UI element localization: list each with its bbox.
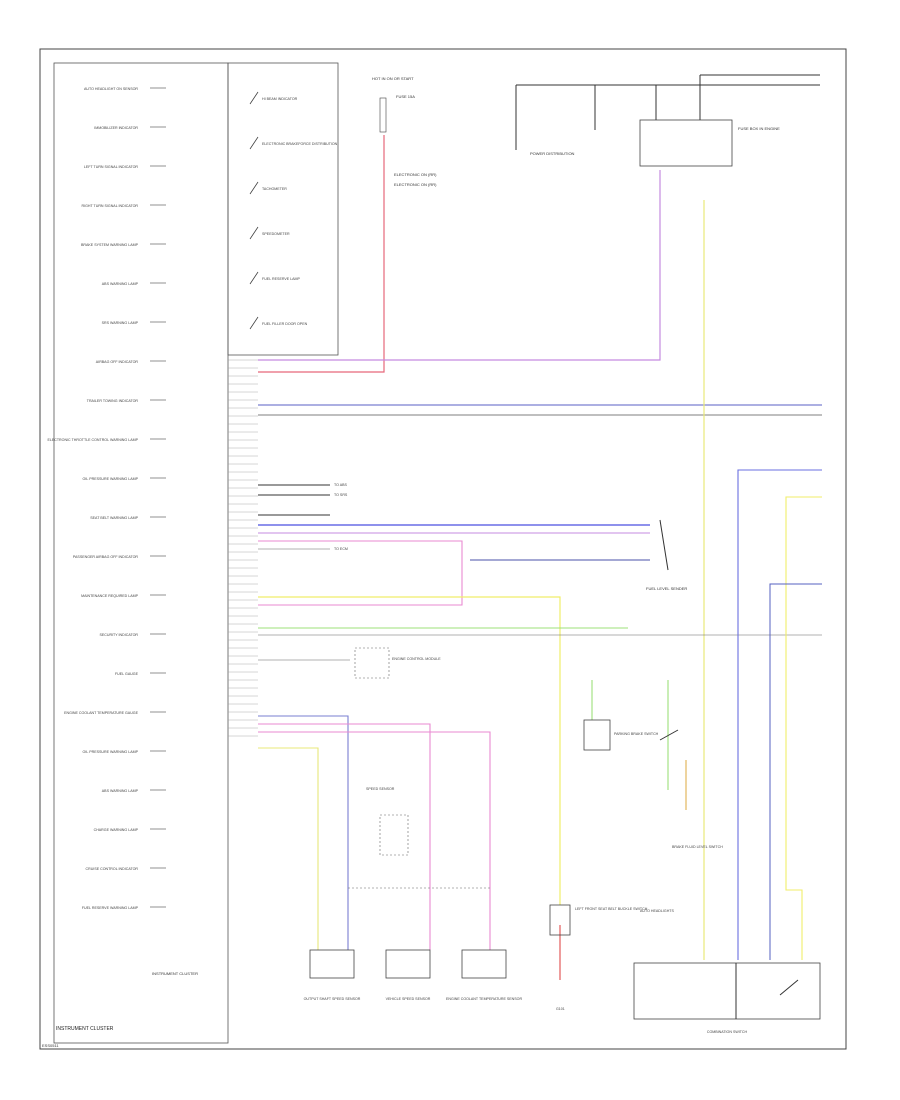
wire-yellow-low — [258, 747, 319, 950]
wire-navy-right — [769, 583, 822, 960]
ground-label: G101 — [556, 1007, 565, 1011]
wire-blue-right — [737, 469, 822, 960]
cluster-items: AUTO HEADLIGHT ON SENSOR IMMOBILIZER INDI… — [47, 87, 166, 910]
connector-pins — [228, 359, 258, 737]
output-label-abs: TO ABS — [334, 483, 348, 487]
right-box-item-label: SPEEDOMETER — [262, 232, 290, 236]
wire-pink-mid — [258, 540, 463, 606]
instrument-cluster-label: INSTRUMENT CLUSTER — [56, 1026, 114, 1032]
bottom-component-1: OUTPUT SHAFT SPEED SENSOR — [304, 997, 361, 1001]
cluster-item-label: FUEL GAUGE — [115, 672, 139, 676]
cluster-item-label: ABS WARNING LAMP — [102, 282, 139, 286]
footer-code: ESS0511 — [42, 1043, 59, 1048]
fuse-block — [639, 119, 733, 167]
switch-symbol — [249, 136, 259, 150]
combo-label: COMBINATION SWITCH — [707, 1030, 748, 1034]
combo-switch-label: AUTO HEADLIGHTS — [640, 909, 674, 913]
bottom-component-2: VEHICLE SPEED SENSOR — [386, 997, 431, 1001]
parking-brake-switch-box — [583, 719, 611, 751]
fuel-level-label: FUEL LEVEL SENDER — [646, 586, 687, 591]
cluster-item-label: SRS WARNING LAMP — [102, 321, 139, 325]
coolant-sensor-box — [461, 949, 507, 979]
switch-label: PARKING BRAKE SWITCH — [614, 732, 659, 736]
right-box-item-label: FUEL RESERVE LAMP — [262, 277, 301, 281]
output-label-srs: TO SRS — [334, 493, 348, 497]
cluster-item-label: PASSENGER AIRBAG OFF INDICATOR — [73, 555, 139, 559]
sensor-label-speed: SPEED SENSOR — [366, 787, 395, 791]
right-box-items: HI BEAM INDICATOR ELECTRONIC BRAKEFORCE D… — [249, 91, 338, 330]
fuse-top — [379, 97, 387, 133]
wire-pink-low2 — [258, 731, 491, 950]
wire-yellow-mid — [258, 596, 561, 905]
switch-symbol — [249, 91, 259, 105]
seat-belt-switch-box — [549, 904, 571, 936]
vehicle-speed-sensor-box — [385, 949, 431, 979]
cluster-item-label: MAINTENANCE REQUIRED LAMP — [81, 594, 139, 598]
hot-label: HOT IN ON OR START — [372, 76, 414, 81]
cluster-box-label: INSTRUMENT CLUSTER — [152, 971, 198, 976]
switch-symbol — [249, 181, 259, 195]
wire-pink-low — [258, 723, 431, 950]
mid-sensor-box — [379, 814, 409, 856]
brake-fluid-label: BRAKE FLUID LEVEL SWITCH — [672, 845, 723, 849]
wire-yellow-right — [785, 496, 822, 960]
diagram-frame — [39, 48, 847, 1050]
switch-symbol — [249, 226, 259, 240]
cluster-item-label: OIL PRESSURE WARNING LAMP — [83, 750, 139, 754]
right-box-item-label: TACHOMETER — [262, 187, 287, 191]
electronic-line-2: ELECTRONIC ON (RR) — [394, 182, 437, 187]
cluster-upper-right-box — [227, 62, 339, 356]
switch-symbol — [249, 316, 259, 330]
combination-switch-box — [633, 962, 821, 1020]
fuse-top-label: FUSE 15A — [396, 94, 415, 99]
cluster-item-label: TRAILER TOWING INDICATOR — [87, 399, 139, 403]
right-box-item-label: HI BEAM INDICATOR — [262, 97, 298, 101]
cluster-item-label: SEAT BELT WARNING LAMP — [90, 516, 138, 520]
switch-symbol — [249, 271, 259, 285]
ecm-box — [354, 647, 390, 679]
wire-pink-top — [258, 135, 385, 373]
cluster-item-label: CHARGE WARNING LAMP — [94, 828, 139, 832]
wire-violet-top — [258, 170, 661, 361]
output-label-ecm: TO ECM — [334, 547, 348, 551]
power-label: POWER DISTRIBUTION — [530, 151, 575, 156]
cluster-item-label: CRUISE CONTROL INDICATOR — [86, 867, 139, 871]
electronic-line-1: ELECTRONIC ON (RR) — [394, 172, 437, 177]
output-shaft-sensor-box — [309, 949, 355, 979]
bottom-component-3: ENGINE COOLANT TEMPERATURE SENSOR — [446, 997, 522, 1001]
cluster-item-label: FUEL RESERVE WARNING LAMP — [82, 906, 139, 910]
cluster-item-label: ENGINE COOLANT TEMPERATURE GAUGE — [64, 711, 138, 715]
cluster-item-label: AUTO HEADLIGHT ON SENSOR — [84, 87, 138, 91]
right-box-item-label: ELECTRONIC BRAKEFORCE DISTRIBUTION — [262, 142, 338, 146]
instrument-cluster-box — [53, 62, 229, 1044]
cluster-item-label: IMMOBILIZER INDICATOR — [94, 126, 138, 130]
cluster-item-label: ABS WARNING LAMP — [102, 789, 139, 793]
cluster-item-label: SECURITY INDICATOR — [99, 633, 138, 637]
cluster-item-label: BRAKE SYSTEM WARNING LAMP — [81, 243, 139, 247]
right-box-item-label: FUEL FILLER DOOR OPEN — [262, 322, 308, 326]
cluster-item-label: OIL PRESSURE WARNING LAMP — [83, 477, 139, 481]
cluster-item-label: AIRBAG OFF INDICATOR — [96, 360, 139, 364]
cluster-item-label: LEFT TURN SIGNAL INDICATOR — [84, 165, 139, 169]
cluster-item-label: RIGHT TURN SIGNAL INDICATOR — [81, 204, 138, 208]
cluster-item-label: ELECTRONIC THROTTLE CONTROL WARNING LAMP — [47, 438, 138, 442]
seat-belt-label: LEFT FRONT SEAT BELT BUCKLE SWITCH — [575, 907, 648, 911]
wire-blue-low — [258, 715, 349, 950]
ecm-label: ENGINE CONTROL MODULE — [392, 657, 441, 661]
fuse-block-label: FUSE BOX IN ENGINE — [738, 126, 780, 131]
